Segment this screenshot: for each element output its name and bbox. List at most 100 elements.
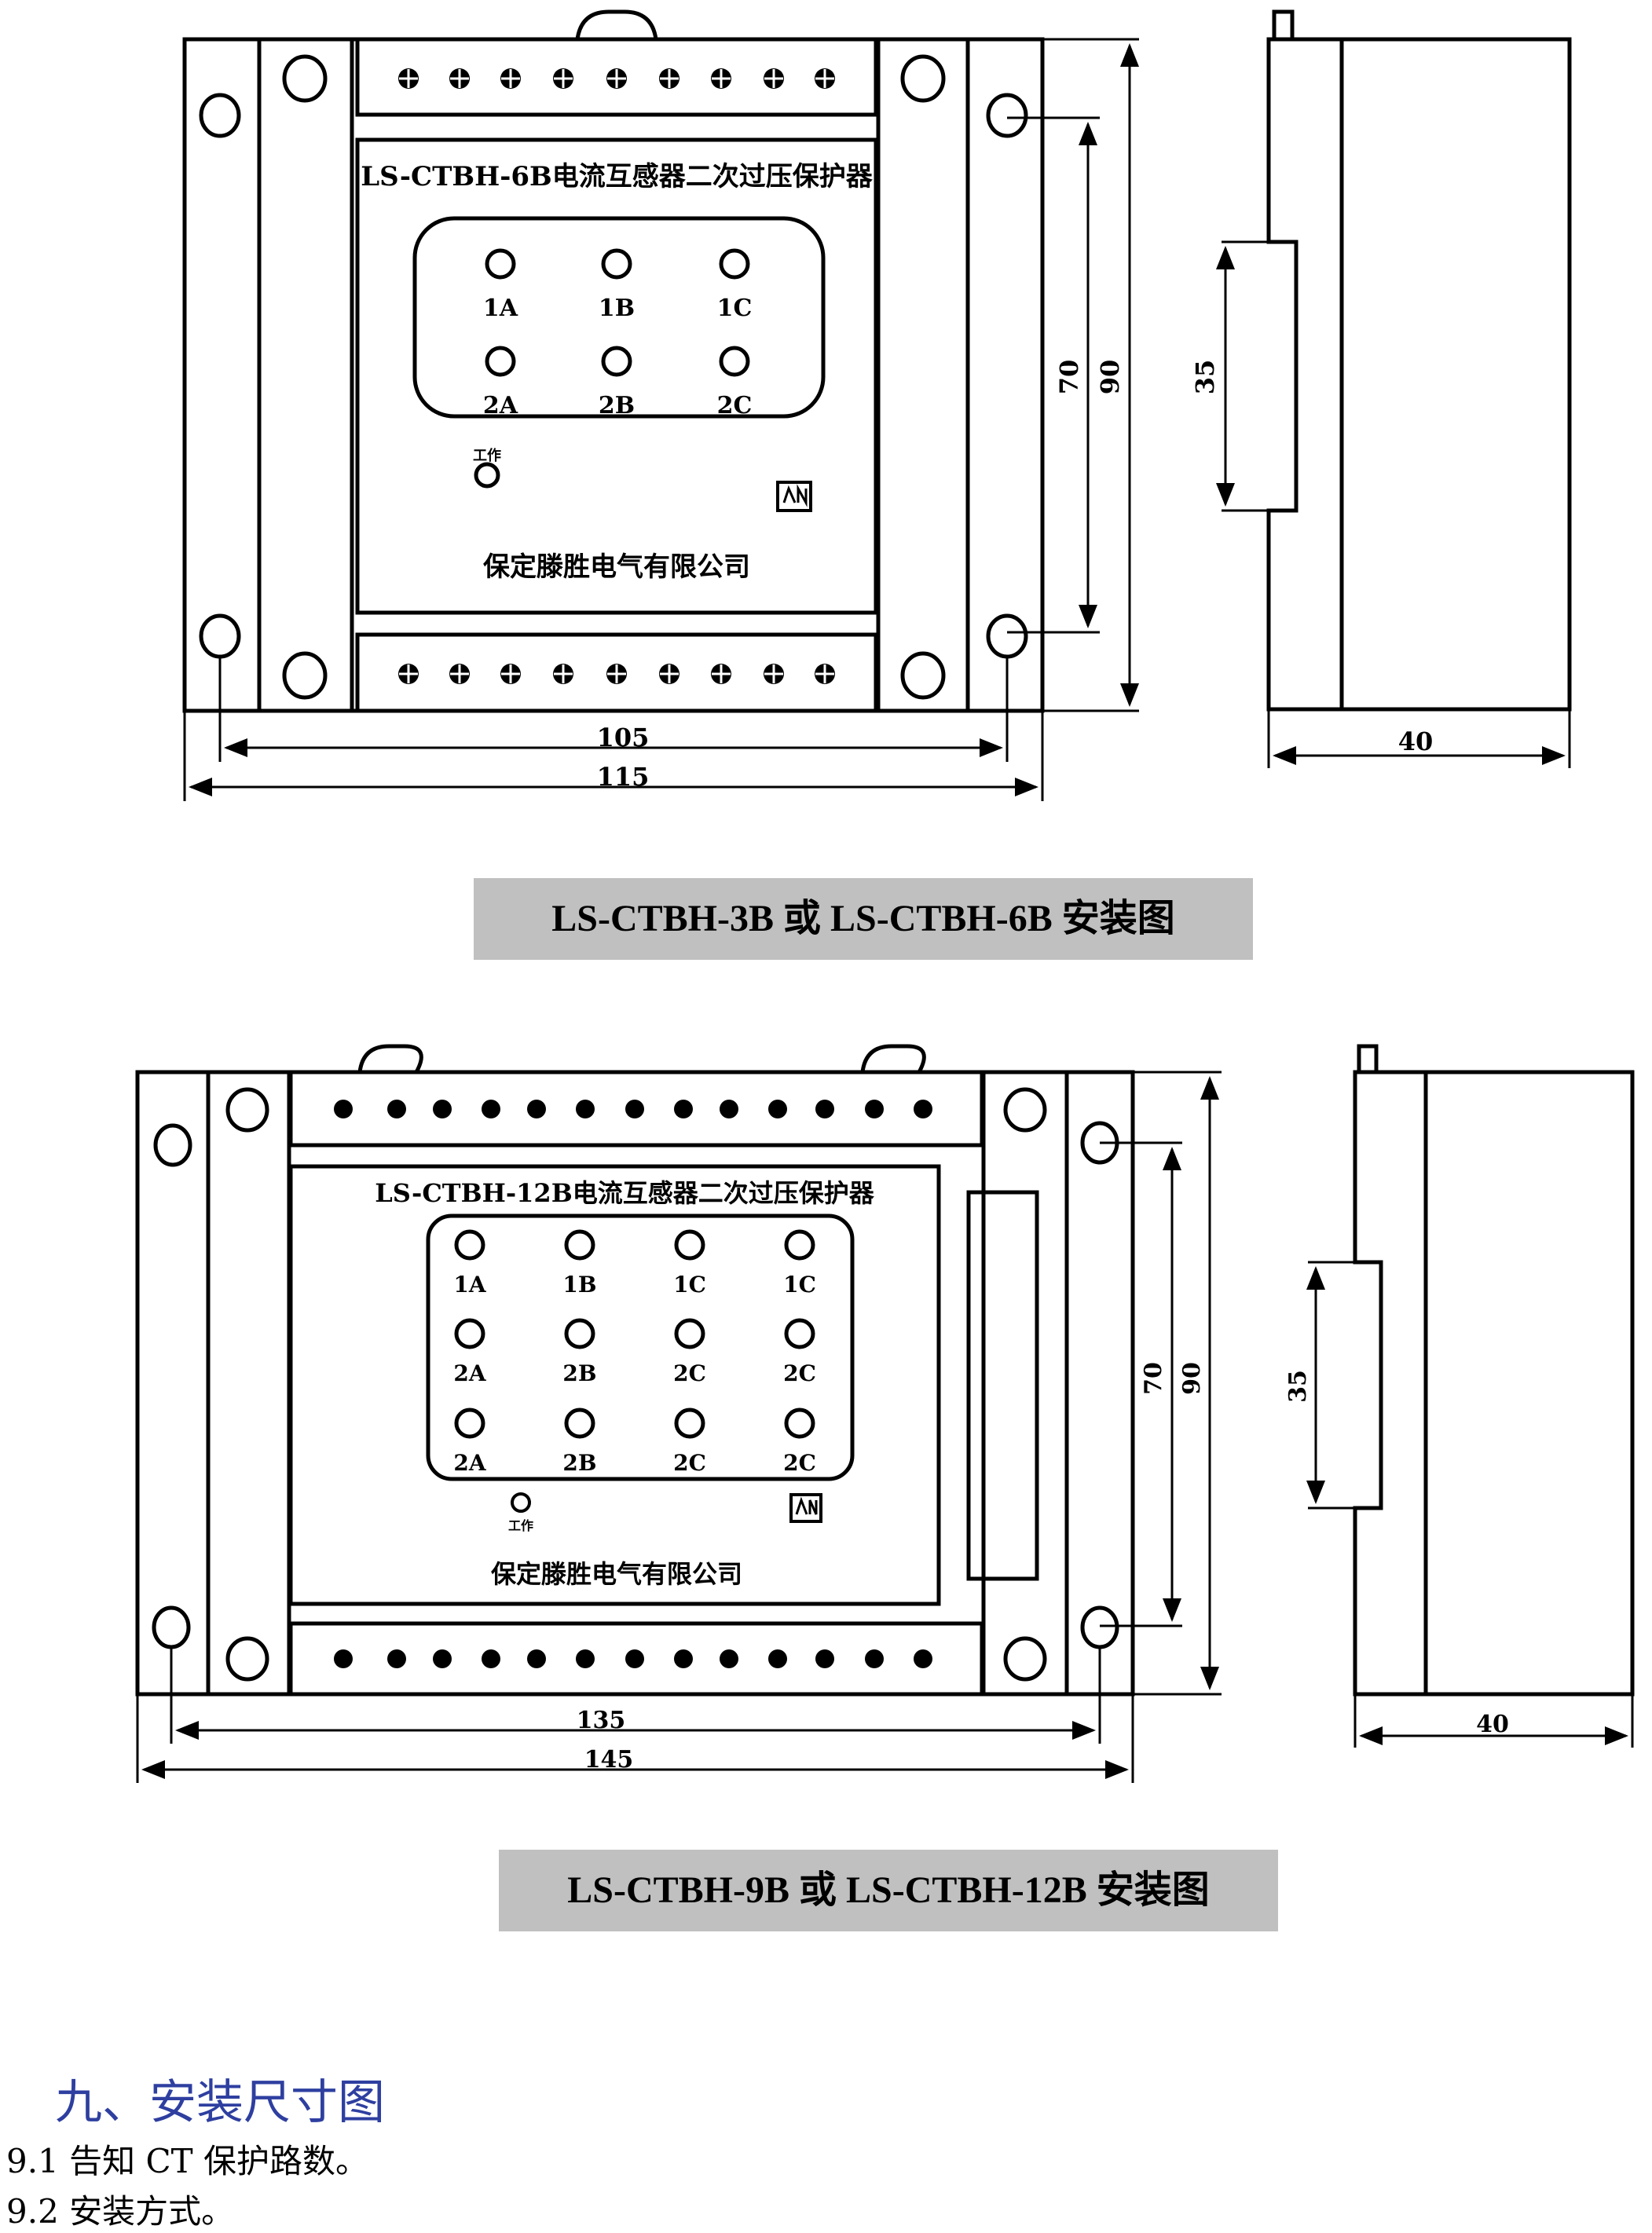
figure1-side-view — [1266, 9, 1572, 712]
channel-label: 2A — [453, 1360, 486, 1386]
channel-label: 2C — [673, 1450, 706, 1476]
power-led-icon — [474, 462, 500, 489]
dim-label: 90 — [1178, 1362, 1206, 1395]
figure2-caption: LS-CTBH-9B 或 LS-CTBH-12B 安装图 — [499, 1850, 1278, 1931]
figure2-side-dimensions — [1306, 1261, 1634, 1748]
channel-label: 2C — [783, 1360, 816, 1386]
figure2-dimensions — [136, 1071, 1222, 1783]
dim-label: 70 — [1054, 360, 1084, 395]
figure1-dimensions — [183, 38, 1139, 801]
indicator-window — [412, 216, 826, 419]
dim-label: 35 — [1284, 1370, 1312, 1403]
aux-label: 工作 — [508, 1518, 533, 1533]
led-icon — [601, 248, 632, 280]
dim-label: 40 — [1398, 727, 1434, 756]
section-title: 九、安装尺寸图 — [55, 2075, 385, 2130]
mount-hole-icon — [199, 613, 241, 659]
led-icon — [564, 1318, 595, 1349]
dim-label: 105 — [597, 723, 650, 752]
top-terminal-strip — [288, 1070, 984, 1148]
channel-label: 1C — [783, 1272, 816, 1298]
screw-icon — [900, 651, 946, 700]
led-icon — [454, 1229, 485, 1261]
channel-label: 2C — [673, 1360, 706, 1386]
mount-hole-icon — [153, 1123, 192, 1167]
bottom-terminal-strip — [355, 632, 878, 713]
front-panel — [355, 137, 878, 615]
led-icon — [784, 1408, 815, 1439]
mount-hole-icon — [986, 613, 1028, 659]
figure2-side-view — [1353, 1044, 1635, 1697]
mount-hole-icon — [986, 93, 1028, 138]
top-mount-tab — [357, 1044, 423, 1074]
dim-label: 115 — [597, 762, 650, 792]
top-terminal-strip — [355, 37, 878, 117]
terminal-screw-icon — [334, 1100, 932, 1118]
list-item: 9.2 安装方式。 — [6, 2192, 235, 2231]
screw-icon — [900, 54, 946, 103]
channel-label: 2B — [599, 392, 635, 419]
side-tab — [1357, 1044, 1379, 1072]
dim-label: 135 — [577, 1707, 626, 1734]
list-item: 9.1 告知 CT 保护路数。 — [6, 2142, 368, 2180]
led-icon — [784, 1229, 815, 1261]
device-title: LS-CTBH-12B电流互感器二次过压保护器 — [375, 1178, 874, 1208]
terminal-screw-icon — [334, 1649, 932, 1668]
logo-mark-icon — [789, 1493, 822, 1523]
channel-label: 2A — [483, 392, 518, 419]
figure1-front-view — [182, 9, 1045, 713]
dim-label: 40 — [1476, 1711, 1509, 1738]
screw-icon — [1003, 1087, 1047, 1133]
screw-icon — [1003, 1636, 1047, 1682]
figure2-terminals — [334, 1100, 932, 1668]
channel-label: 2A — [453, 1450, 486, 1476]
mount-hole-icon — [199, 93, 241, 138]
figure1-caption: LS-CTBH-3B 或 LS-CTBH-6B 安装图 — [474, 878, 1253, 960]
screw-icon — [282, 54, 328, 103]
side-housing — [1353, 1070, 1635, 1697]
led-icon — [454, 1318, 485, 1349]
dim-label: 145 — [584, 1746, 634, 1774]
indicator-window — [426, 1214, 855, 1481]
led-icon — [719, 346, 750, 377]
led-icon — [564, 1229, 595, 1261]
device-title: LS-CTBH-6B电流互感器二次过压保护器 — [361, 161, 874, 192]
dim-label: 35 — [1190, 360, 1220, 395]
top-mount-tab — [860, 1044, 926, 1074]
channel-label: 2B — [562, 1360, 596, 1386]
led-icon — [674, 1318, 705, 1349]
led-icon — [674, 1229, 705, 1261]
front-panel — [288, 1164, 941, 1606]
screw-icon — [225, 1636, 269, 1682]
side-housing — [1266, 37, 1572, 712]
channel-label: 2B — [562, 1450, 596, 1476]
figure2-front-view — [135, 1044, 1135, 1697]
channel-label: 1C — [673, 1272, 706, 1298]
led-icon — [454, 1408, 485, 1439]
aux-label: 工作 — [473, 447, 501, 464]
dim-label: 90 — [1095, 360, 1125, 395]
channel-label: 2C — [717, 392, 753, 419]
figure1-side-dimensions — [1216, 240, 1571, 768]
company-name: 保定滕胜电气有限公司 — [491, 1559, 742, 1589]
channel-label: 1B — [562, 1272, 596, 1298]
mount-hole-icon — [152, 1605, 191, 1649]
channel-label: 1B — [599, 295, 635, 322]
led-icon — [485, 346, 516, 377]
channel-label: 2C — [783, 1450, 816, 1476]
power-led-icon — [511, 1492, 531, 1513]
side-tab — [1272, 9, 1295, 39]
logo-mark-icon — [776, 481, 812, 512]
company-name: 保定滕胜电气有限公司 — [483, 551, 750, 583]
screw-icon — [225, 1087, 269, 1133]
led-icon — [784, 1318, 815, 1349]
screw-icon — [282, 651, 328, 700]
channel-label: 1A — [453, 1272, 486, 1298]
top-mount-tab — [575, 9, 658, 40]
side-slot — [966, 1190, 1039, 1581]
led-icon — [674, 1408, 705, 1439]
channel-label: 1C — [717, 295, 753, 322]
led-icon — [601, 346, 632, 377]
led-icon — [564, 1408, 595, 1439]
